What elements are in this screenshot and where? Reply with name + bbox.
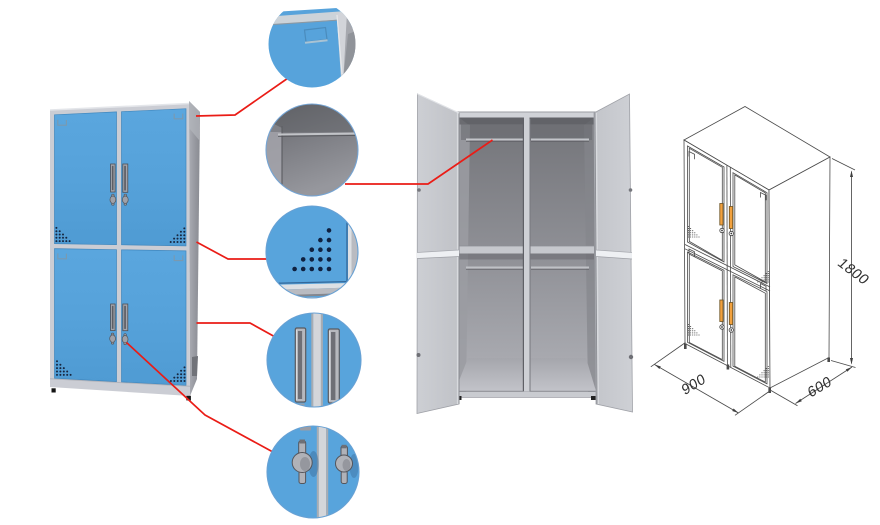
svg-text:900: 900	[680, 371, 708, 399]
svg-text:1800: 1800	[834, 256, 873, 288]
svg-text:600: 600	[806, 373, 834, 401]
